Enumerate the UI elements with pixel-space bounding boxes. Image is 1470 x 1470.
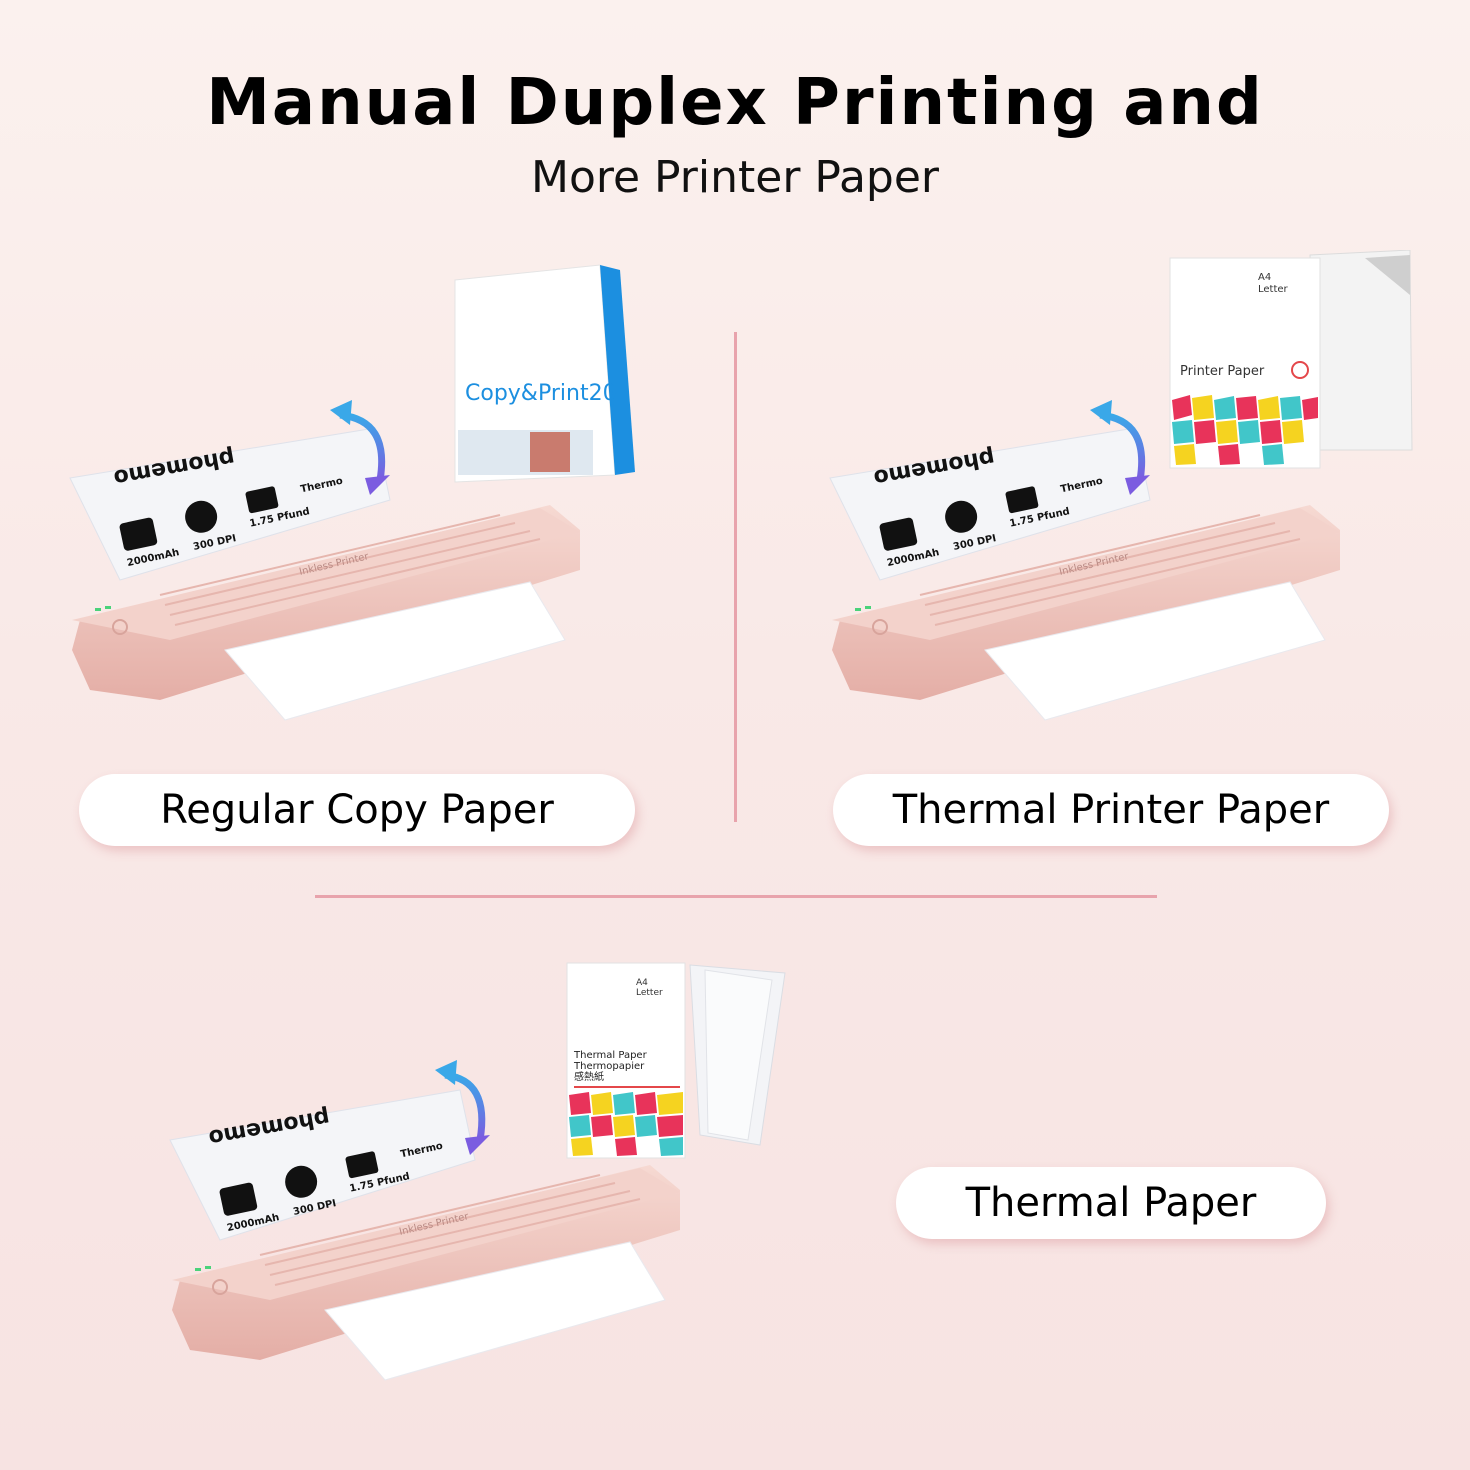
paper-size-letter: Letter	[1258, 284, 1289, 295]
copy-paper-ream: Copy&Print20	[454, 264, 635, 483]
printer-paper-title: Printer Paper	[1180, 364, 1265, 379]
label-thermal-printer-paper-text: Thermal Printer Paper	[892, 787, 1330, 833]
vertical-divider	[734, 332, 737, 822]
thermal-paper-title-jp: 感熱紙	[574, 1070, 604, 1083]
label-thermal-paper: Thermal Paper	[896, 1167, 1326, 1239]
copy-paper-brand: Copy&Print20	[465, 381, 617, 406]
label-regular-copy-paper-text: Regular Copy Paper	[160, 787, 554, 833]
thermal-paper-pack: A4 Letter Thermal Paper Thermopapier 感熱紙	[566, 962, 786, 1159]
printer-scene-regular: phomemo 2000mAh 300 DPI 1.75 Pfund Therm…	[69, 264, 635, 721]
paper-size-letter: Letter	[636, 988, 663, 998]
page-subtitle: More Printer Paper	[530, 152, 940, 203]
label-thermal-paper-text: Thermal Paper	[965, 1180, 1257, 1226]
horizontal-divider	[315, 895, 1157, 898]
label-regular-copy-paper: Regular Copy Paper	[79, 774, 635, 846]
page-title: Manual Duplex Printing and	[206, 66, 1264, 140]
thermal-paper-title: Thermal Paper	[573, 1050, 648, 1061]
printer-scene-thermal: phomemo 2000mAh 300 DPI 1.75 Pfund Therm…	[169, 962, 786, 1381]
printer-scene-thermal-printer: phomemo 2000mAh 300 DPI 1.75 Pfund Therm…	[829, 250, 1413, 721]
printer-paper-pack: A4 Letter Printer Paper	[1169, 250, 1413, 469]
thermal-paper-title-de: Thermopapier	[573, 1061, 645, 1072]
paper-size-a4: A4	[1258, 272, 1271, 283]
label-thermal-printer-paper: Thermal Printer Paper	[833, 774, 1389, 846]
paper-size-a4: A4	[636, 978, 648, 988]
